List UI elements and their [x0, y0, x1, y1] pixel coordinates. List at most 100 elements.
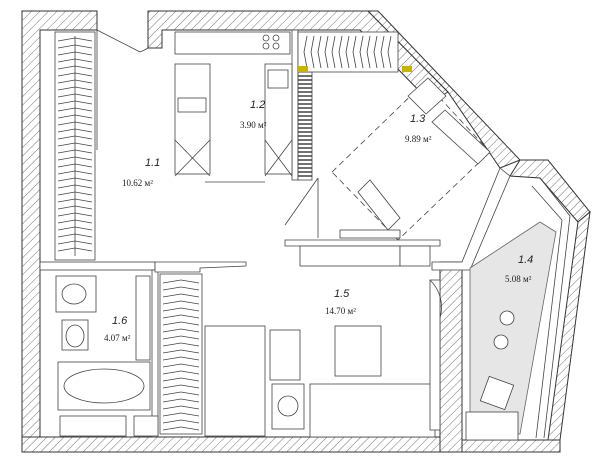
partition-corridor-living [154, 261, 247, 273]
hanger-mark [162, 419, 200, 424]
balcony-window-line [539, 177, 571, 439]
kitchen-left-counter [174, 63, 211, 175]
hanger-mark [162, 398, 200, 403]
bathroom [55, 275, 159, 437]
hanger-mark [57, 163, 93, 168]
hanger-mark [57, 247, 93, 252]
hanger-mark [162, 279, 200, 284]
entrance-door-arc [139, 47, 149, 53]
hanger-mark [57, 44, 93, 49]
bedroom-radiator [339, 229, 401, 239]
hanger-mark [162, 363, 200, 368]
living-hangers [162, 279, 200, 431]
living-window [429, 279, 441, 431]
wall-bottom [21, 436, 461, 453]
entrance-door [96, 29, 141, 53]
washbasin [61, 283, 87, 305]
hanger-mark [57, 142, 93, 147]
hanger-mark [162, 293, 200, 298]
hanger-mark [162, 349, 200, 354]
hanger-mark [57, 51, 93, 56]
hanger-mark [387, 35, 392, 69]
hanger-mark [162, 377, 200, 382]
hanger-mark [57, 219, 93, 224]
hanger-mark [57, 72, 93, 77]
hanger-mark [57, 65, 93, 70]
bench [357, 179, 401, 231]
hanger-mark [303, 35, 308, 69]
hanger-mark [57, 58, 93, 63]
bedroom-wardrobe-top [297, 31, 399, 73]
bathtub [57, 361, 151, 411]
hanger-mark [57, 37, 93, 42]
hanger-mark [57, 114, 93, 119]
nightstand-1 [407, 77, 447, 115]
hanger-mark [57, 184, 93, 189]
wall-diagonal [366, 10, 521, 169]
hanger-mark [162, 321, 200, 326]
room-1-6-area: 4.07 м² [104, 333, 131, 343]
tv-stand-end [399, 245, 431, 267]
hanger-mark [162, 300, 200, 305]
hanger-mark [57, 156, 93, 161]
balcony-window-line-inner [531, 185, 563, 439]
hanger-mark [352, 35, 357, 69]
hanger-mark [57, 107, 93, 112]
partition-bath-right [151, 269, 159, 438]
hanger-mark [338, 35, 343, 69]
hanger-mark [57, 177, 93, 182]
wall-balcony-right [547, 210, 591, 441]
wall-living-right [439, 261, 463, 453]
room-1-3-id: 1.3 [410, 113, 426, 125]
hanger-mark [57, 93, 93, 98]
hanger-mark [317, 35, 322, 69]
hanger-mark [162, 342, 200, 347]
bedroom [284, 77, 491, 241]
hanger-mark [57, 135, 93, 140]
hanger-mark [57, 100, 93, 105]
hanger-mark [57, 233, 93, 238]
hanger-mark [57, 170, 93, 175]
hanger-mark [162, 307, 200, 312]
balcony-door-arc [429, 279, 442, 319]
bath-shelf [135, 275, 151, 361]
bed-headboard [431, 109, 491, 165]
door-accent-left [298, 66, 308, 72]
hanger-mark [366, 35, 371, 69]
room-1-3-area: 9.89 м² [405, 134, 432, 144]
hanger-mark [359, 35, 364, 69]
hanger-mark [57, 86, 93, 91]
partition-bed-living [284, 239, 441, 247]
hanger-mark [162, 314, 200, 319]
armchair [269, 329, 301, 381]
hanger-mark [162, 328, 200, 333]
hanger-mark [57, 149, 93, 154]
hanger-mark [57, 212, 93, 217]
room-1-2-id: 1.2 [250, 99, 265, 111]
room-1-6-id: 1.6 [112, 315, 128, 327]
balcony-plant-1 [499, 310, 515, 326]
room-1-4-id: 1.4 [518, 254, 533, 266]
bath-box [133, 415, 159, 437]
hanger-mark [373, 35, 378, 69]
hanger-mark [57, 191, 93, 196]
hanger-mark [310, 35, 315, 69]
hanger-mark [162, 391, 200, 396]
room-1-1-area: 10.62 м² [122, 178, 153, 188]
bedroom-door [284, 177, 319, 226]
wall-balcony-bottom [461, 439, 561, 453]
hanger-mark [57, 205, 93, 210]
sofa [309, 383, 436, 438]
hanger-mark [162, 384, 200, 389]
room-1-4-area: 5.08 м² [505, 274, 532, 284]
kitchen-top-counter [174, 31, 291, 55]
balcony-cabinet [465, 411, 519, 441]
hanger-mark [57, 240, 93, 245]
hanger-mark [380, 35, 385, 69]
balcony-plant-2 [493, 334, 509, 350]
room-labels: 1.1 10.62 м² 1.2 3.90 м² 1.3 9.89 м² 1.4… [104, 99, 533, 343]
hanger-mark [57, 198, 93, 203]
wardrobe-stripes [298, 75, 312, 177]
room-1-1-id: 1.1 [145, 157, 160, 169]
